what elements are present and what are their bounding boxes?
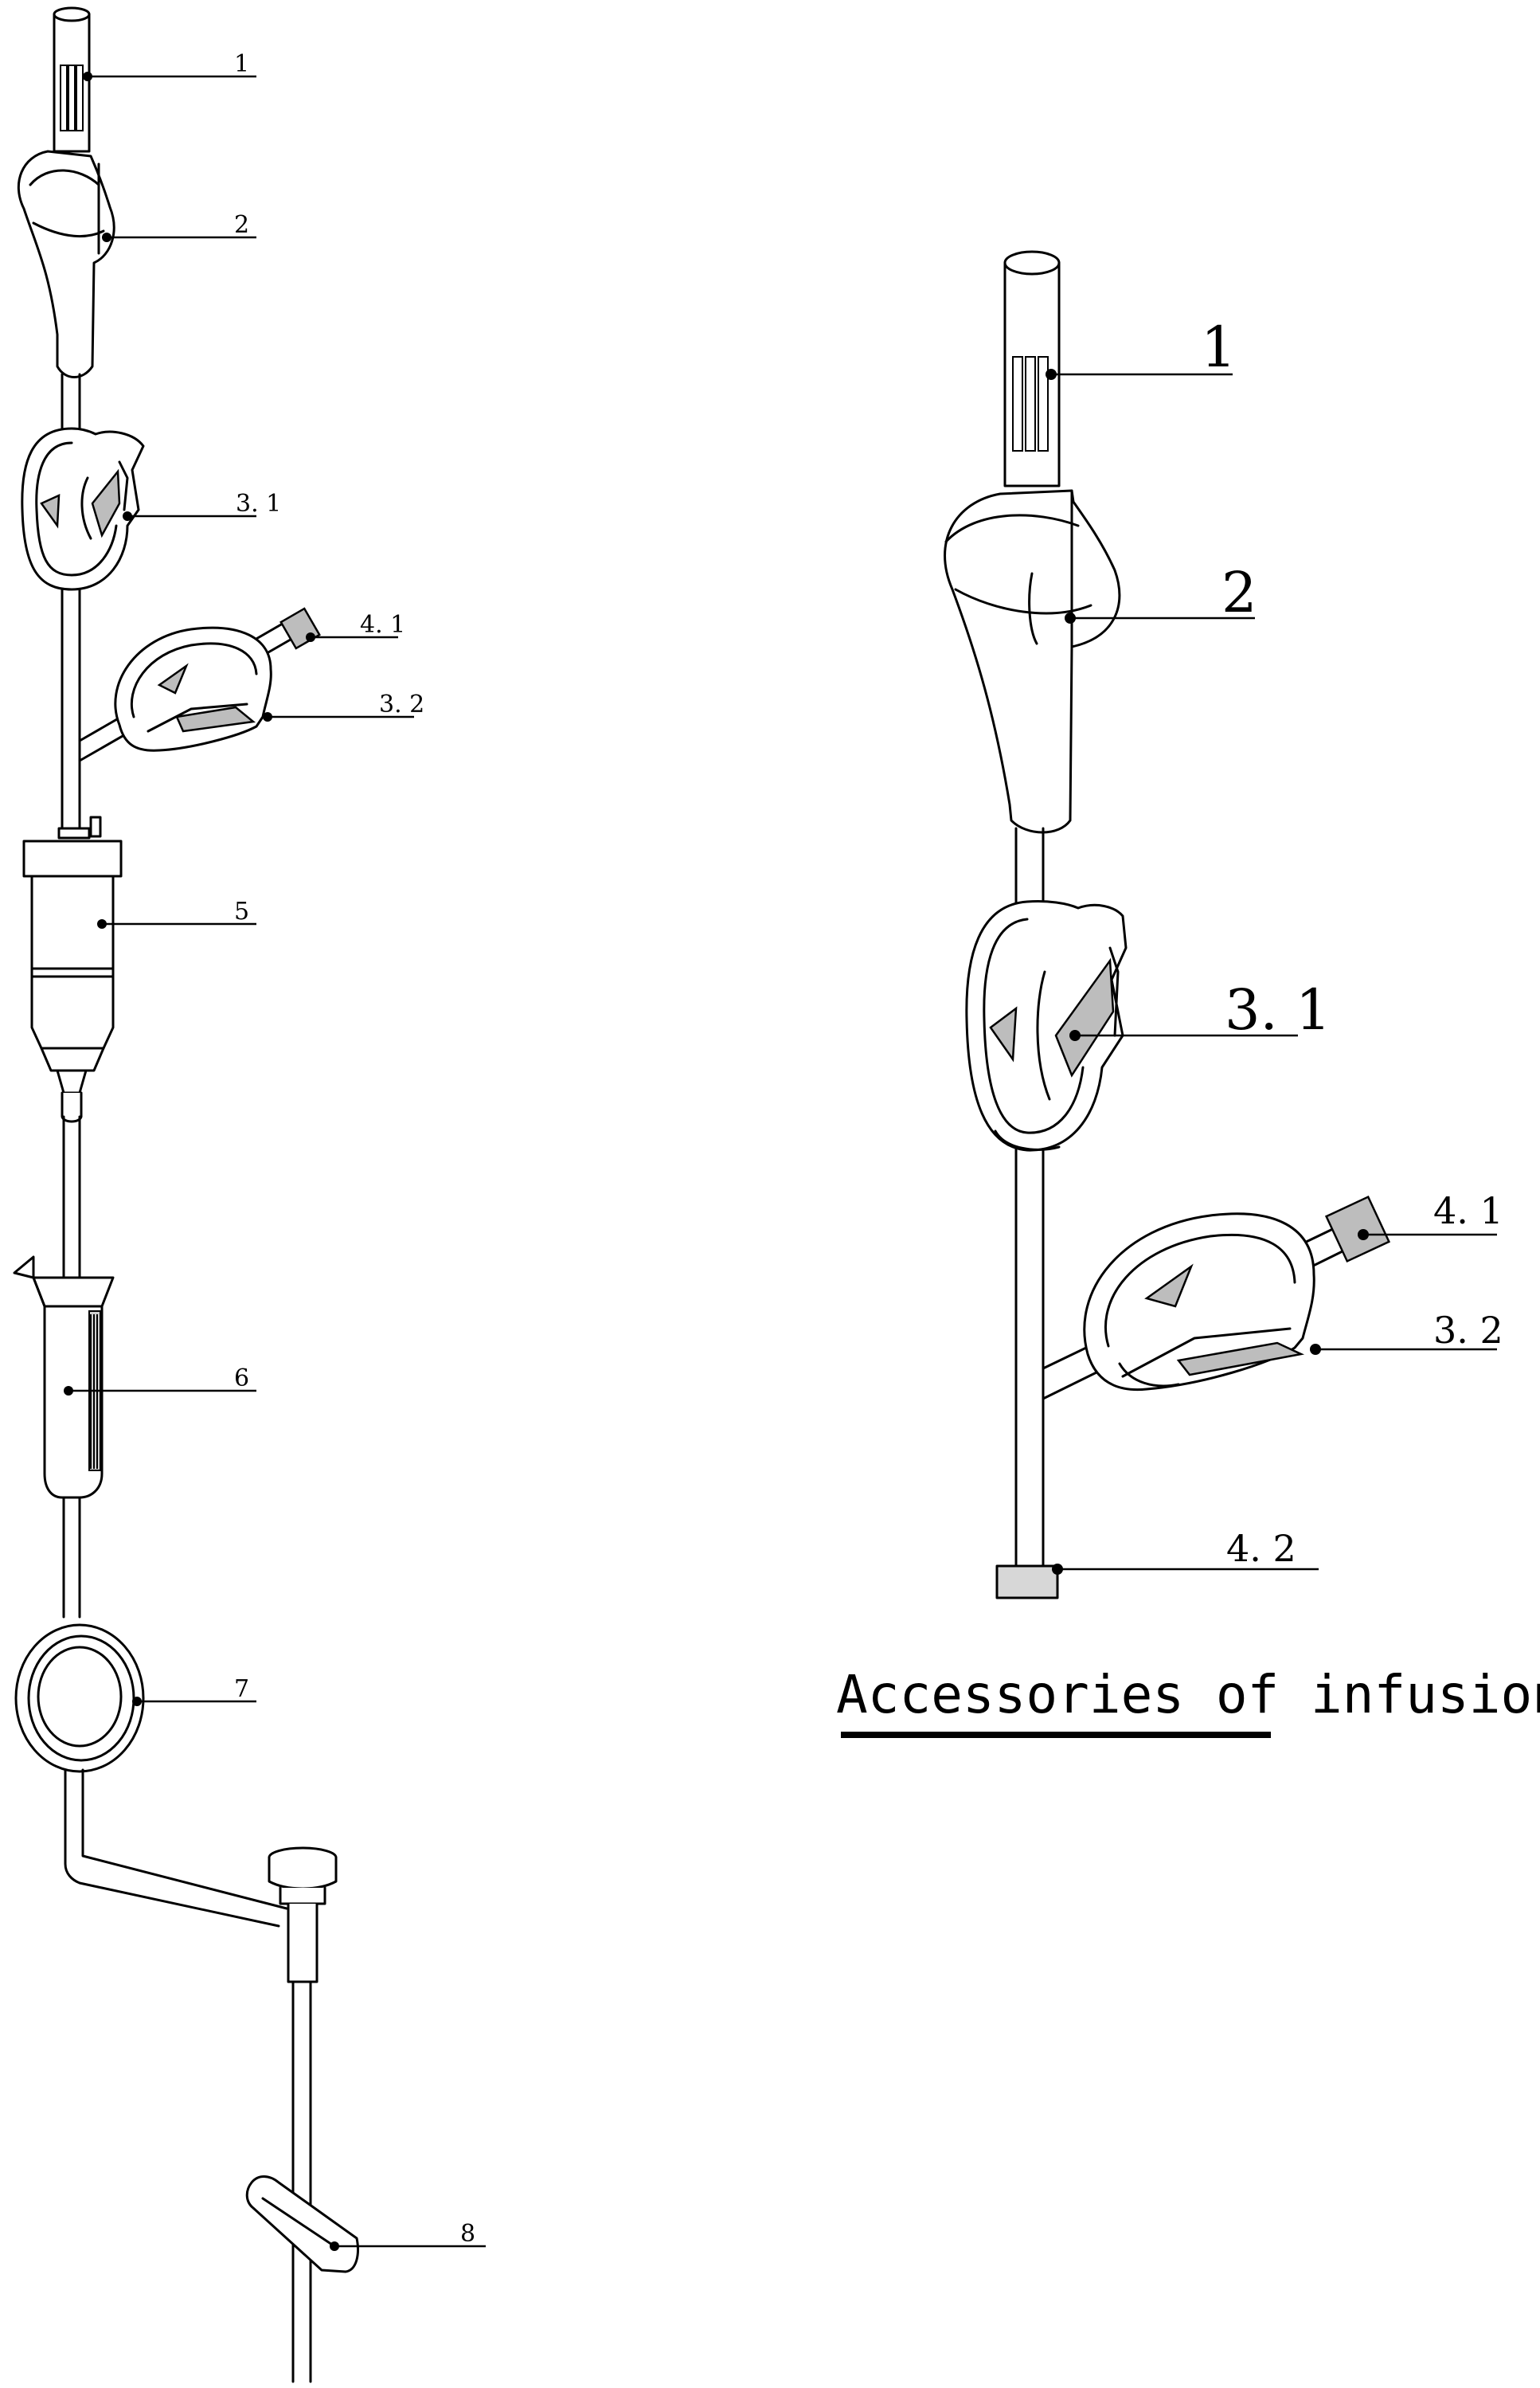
left-label-4-1: 4. 1 bbox=[360, 611, 405, 639]
right-label-2: 2 bbox=[1221, 560, 1257, 625]
left-labels: 1 2 3. 1 4. 1 3. 2 5 6 7 8 bbox=[234, 50, 475, 2248]
left-label-8: 8 bbox=[460, 2220, 475, 2248]
left-tube-mid bbox=[62, 1115, 81, 1292]
left-leaders bbox=[64, 72, 486, 2251]
right-labels: 1 2 3. 1 4. 1 3. 2 4. 2 bbox=[1201, 315, 1503, 1570]
left-clamp-3-2 bbox=[114, 626, 272, 752]
left-label-5: 5 bbox=[234, 898, 249, 926]
left-label-1: 1 bbox=[234, 50, 249, 78]
left-filter-ring bbox=[14, 1623, 145, 1773]
left-label-3-2: 3. 2 bbox=[379, 691, 424, 718]
left-roller-clamp bbox=[13, 1255, 115, 1499]
right-label-4-2: 4. 2 bbox=[1226, 1527, 1296, 1570]
left-infusion-set: 1 2 3. 1 4. 1 3. 2 5 6 7 8 bbox=[13, 6, 486, 2383]
left-needle bbox=[245, 1846, 359, 2383]
right-cap-4-1 bbox=[1324, 1195, 1391, 1263]
right-cap-4-2 bbox=[995, 1564, 1059, 1599]
right-label-1: 1 bbox=[1201, 315, 1237, 380]
left-elbow-tube bbox=[64, 1768, 288, 1928]
caption-underline bbox=[841, 1732, 1271, 1738]
right-label-4-1: 4. 1 bbox=[1433, 1189, 1503, 1232]
left-label-7: 7 bbox=[234, 1675, 249, 1703]
left-label-3-1: 3. 1 bbox=[236, 490, 281, 518]
right-label-3-1: 3. 1 bbox=[1225, 977, 1331, 1043]
right-accessories: 1 2 3. 1 4. 1 3. 2 4. 2 Accessories of i… bbox=[836, 250, 1540, 1738]
left-label-6: 6 bbox=[234, 1364, 249, 1392]
left-spike bbox=[53, 6, 91, 153]
left-spike-cover bbox=[17, 150, 115, 378]
right-clamp-3-2 bbox=[1083, 1212, 1315, 1392]
right-clamp-3-1 bbox=[965, 900, 1128, 1152]
right-label-3-2: 3. 2 bbox=[1433, 1309, 1503, 1352]
left-tube-lower bbox=[62, 1496, 81, 1619]
left-clamp-3-1 bbox=[21, 427, 145, 591]
right-spike-cover bbox=[944, 489, 1121, 834]
left-drip-chamber bbox=[22, 816, 123, 1123]
right-spike bbox=[1003, 250, 1061, 487]
right-leaders bbox=[1046, 369, 1497, 1575]
left-label-2: 2 bbox=[234, 211, 249, 239]
caption-title: Accessories of infusionset bbox=[836, 1664, 1540, 1725]
